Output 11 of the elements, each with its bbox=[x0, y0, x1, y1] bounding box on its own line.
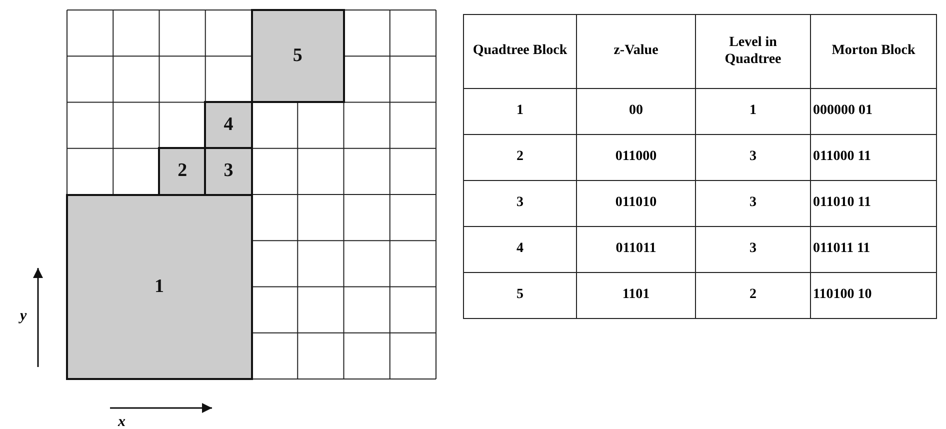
quadtree-block: 4 bbox=[204, 101, 252, 150]
table-cell: 110100 10 bbox=[810, 272, 937, 319]
axis-label: y bbox=[20, 308, 27, 325]
quadtree-block: 1 bbox=[66, 194, 252, 380]
quadtree-block: 5 bbox=[250, 9, 345, 104]
header-cell: Quadtree Block bbox=[463, 14, 577, 89]
axis-label: x bbox=[118, 414, 126, 429]
quadtree-block: 2 bbox=[158, 147, 206, 196]
header-cell: Morton Block bbox=[810, 14, 937, 89]
quadtree-block: 3 bbox=[204, 147, 252, 196]
table-cell: 5 bbox=[463, 272, 577, 319]
